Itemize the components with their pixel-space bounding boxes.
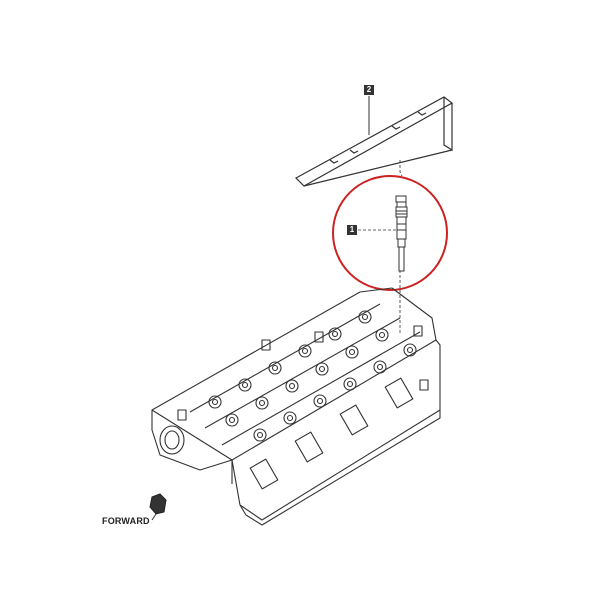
installation-path — [399, 160, 403, 335]
callout-label-1: 1 — [347, 225, 357, 235]
cylinder-head — [151, 287, 441, 526]
gasket-plate — [295, 96, 454, 187]
glow-plug — [395, 195, 408, 272]
callout-label-2: 2 — [364, 85, 374, 95]
highlight-circle — [332, 175, 448, 291]
forward-label: FORWARD — [102, 516, 150, 526]
forward-arrow-icon — [149, 493, 167, 521]
